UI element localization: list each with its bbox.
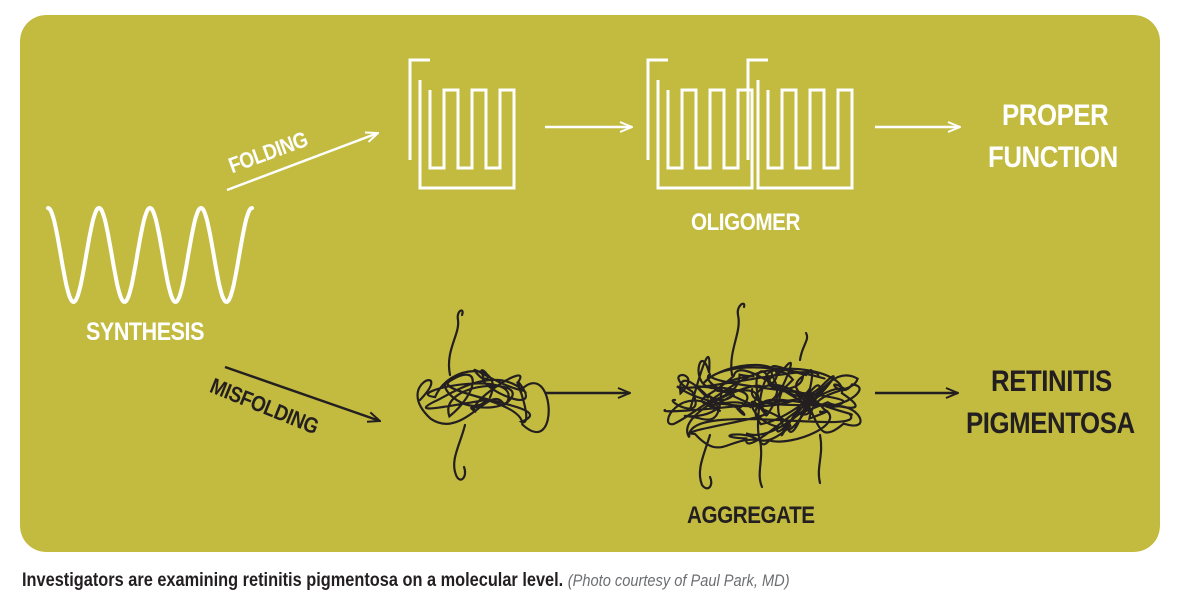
synthesis-wave-icon	[46, 205, 254, 304]
figure-caption: Investigators are examining retinitis pi…	[22, 570, 790, 592]
retinitis-line2: PIGMENTOSA	[966, 407, 1135, 440]
caption-text: Investigators are examining retinitis pi…	[22, 570, 564, 591]
folded-protein-icon	[408, 58, 516, 190]
proper-function-line2: FUNCTION	[988, 141, 1118, 174]
misfolded-protein-icon	[416, 309, 550, 481]
proper-function-line1: PROPER	[1002, 99, 1109, 132]
tangle-coil	[416, 368, 550, 434]
tangle-coil	[663, 361, 862, 449]
tangle-tail	[817, 433, 823, 485]
oligomer-label: OLIGOMER	[691, 209, 800, 236]
protein-folding-diagram	[20, 15, 1160, 552]
aggregate-icon	[663, 302, 862, 490]
tangle-tail	[698, 433, 713, 490]
tangle-coil	[671, 355, 758, 421]
photo-credit: (Photo courtesy of Paul Park, MD)	[567, 571, 790, 590]
oligomer-subunit-2	[746, 58, 854, 190]
retinitis-line1: RETINITIS	[991, 365, 1112, 398]
panel-background	[20, 15, 1160, 552]
synthesis-label: SYNTHESIS	[86, 318, 204, 346]
aggregate-label: AGGREGATE	[687, 502, 815, 529]
tangle-tail	[758, 438, 764, 489]
tangle-tail	[730, 302, 746, 377]
folding-arrow	[226, 133, 378, 192]
misfolding-arrow	[224, 365, 380, 421]
tangle-tail	[798, 331, 809, 362]
tangle-coil	[754, 365, 859, 437]
oligomer-subunit-1	[646, 58, 754, 190]
oligomer-icon	[646, 58, 854, 190]
tangle-tail	[453, 423, 467, 481]
diagram-panel: SYNTHESIS FOLDING MISFOLDING OLIGOMER PR…	[20, 15, 1160, 552]
tangle-tail	[447, 309, 464, 377]
